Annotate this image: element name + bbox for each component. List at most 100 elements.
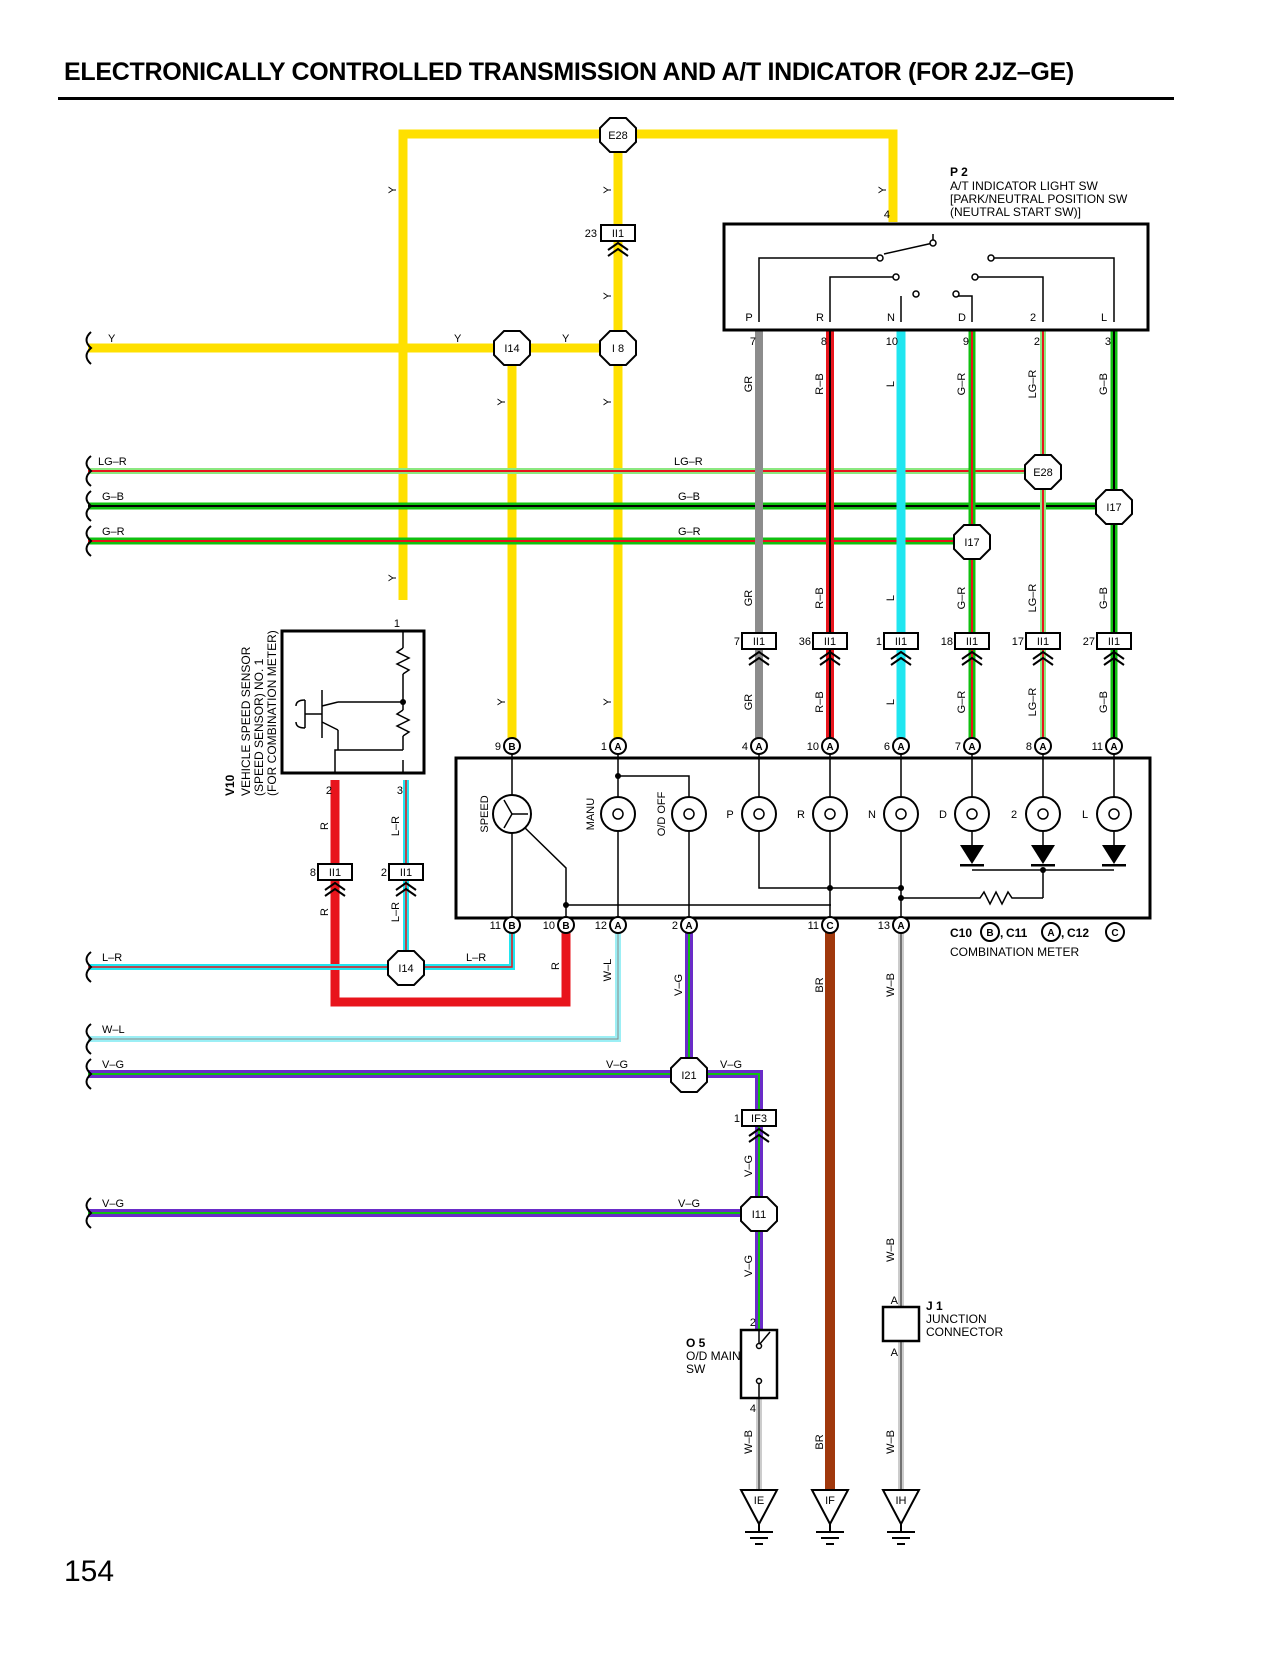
pin-number: 4: [742, 741, 748, 753]
meter-connector-c10: C10: [950, 926, 972, 940]
pin-number: 2: [750, 1317, 756, 1329]
lr-wire: [88, 780, 515, 970]
wire-label: BR: [814, 1434, 826, 1449]
connector-label: II1: [329, 867, 341, 879]
pin-conn: A: [614, 921, 621, 932]
wire-label: R: [319, 908, 331, 916]
pin-number: 8: [1026, 741, 1032, 753]
wire-label: Y: [602, 186, 614, 194]
o5-od-main-switch: [739, 1328, 779, 1400]
p2-pin: 10: [886, 336, 898, 348]
wire-label: BR: [814, 977, 826, 992]
wire-label: Y: [454, 333, 462, 345]
gauge-label-od-off: O/D OFF: [656, 791, 668, 836]
pin-conn: A: [685, 921, 692, 932]
pin-number: 11: [1092, 741, 1103, 753]
wire-label: Y: [496, 398, 508, 406]
v10-speed-sensor-box: [280, 629, 426, 775]
v10-name-line3: (FOR COMBINATION METER): [265, 630, 279, 796]
pin-number: 10: [543, 920, 555, 932]
wl-wire: [88, 925, 621, 1042]
wire-label: GR: [743, 694, 755, 711]
junction-e28-top: [599, 117, 637, 153]
pin-conn: A: [897, 742, 904, 753]
wire-label: LG–R: [674, 456, 703, 468]
pin-conn: B: [562, 921, 569, 932]
pin-conn: A: [897, 921, 904, 932]
j1-code: J 1: [926, 1299, 943, 1313]
pin-number: 3: [397, 785, 403, 797]
v10-name: VEHICLE SPEED SENSOR: [239, 646, 253, 796]
pin-number: 1: [394, 618, 400, 630]
meter-legend-comma: ,: [1000, 926, 1003, 940]
junction-label: I17: [964, 537, 979, 549]
gauge-label: P: [726, 809, 733, 821]
wire-label: G–R: [956, 373, 968, 396]
wire-label: L–R: [390, 816, 402, 836]
pin-number: 9: [495, 741, 501, 753]
wire-label: L: [885, 595, 897, 601]
ii1-connectors: II1 II1 II1 II1 II1 II1 II1 II1 II1 IF3: [317, 224, 1132, 1143]
pin-conn: A: [1039, 742, 1046, 753]
connector-label: II1: [753, 636, 765, 648]
junction-label: E28: [1033, 467, 1053, 479]
connector-label: II1: [612, 228, 624, 240]
gauge-label: D: [939, 809, 947, 821]
p2-position: 2: [1030, 312, 1036, 324]
o5-name: O/D MAIN: [686, 1349, 741, 1363]
pin-number: 17: [1012, 636, 1024, 648]
wire-label: W–L: [602, 959, 614, 982]
wire-label: Y: [387, 574, 399, 582]
connector-label: II1: [966, 636, 978, 648]
pin-number: 27: [1083, 636, 1095, 648]
p2-pin: 7: [750, 336, 756, 348]
connector-label: II1: [1108, 636, 1120, 648]
p2-position: R: [816, 312, 824, 324]
junction-label: I14: [504, 343, 519, 355]
p2-switch-box: [722, 222, 1150, 332]
pin-number: 1: [876, 636, 882, 648]
gauge-label: R: [797, 809, 805, 821]
connector-label: II1: [1037, 636, 1049, 648]
pin-number: 2: [326, 785, 332, 797]
p2-pin: 8: [821, 336, 827, 348]
v10-name-line2: (SPEED SENSOR) NO. 1: [252, 658, 266, 796]
wire-label: V–G: [743, 1155, 755, 1177]
wire-label: V–G: [606, 1059, 628, 1071]
junction-i8: [599, 330, 637, 366]
gauge-label-speed: SPEED: [479, 795, 491, 832]
pin-conn: A: [614, 742, 621, 753]
junction-i14-bottom: [387, 950, 425, 986]
ground-ih: [881, 1489, 921, 1545]
wire-label: L: [885, 381, 897, 387]
wire-label: Y: [602, 698, 614, 706]
wire-label: G–R: [678, 526, 701, 538]
pin-number: 7: [955, 741, 961, 753]
p2-pin: 3: [1105, 336, 1111, 348]
junction-i11: [740, 1196, 778, 1232]
wire-label: Y: [562, 333, 570, 345]
wire-label: L: [885, 699, 897, 705]
p2-name-line2: [PARK/NEUTRAL POSITION SW: [950, 192, 1128, 206]
pin-conn: C: [826, 921, 833, 932]
ground-label: IH: [896, 1495, 907, 1507]
meter-connector-c12: C12: [1067, 926, 1089, 940]
wire-label: LG–R: [1027, 688, 1039, 717]
wire-label: W–L: [102, 1024, 125, 1036]
wire-label: L–R: [390, 902, 402, 922]
gauge-label: L: [1082, 809, 1088, 821]
pin-conn: A: [1110, 742, 1117, 753]
pin-number: 4: [884, 209, 890, 221]
legend-conn-a: A: [1047, 928, 1054, 939]
wire-label: Y: [877, 186, 889, 194]
pin-number: 23: [585, 228, 597, 240]
pin-number: A: [891, 1295, 899, 1307]
o5-code: O 5: [686, 1336, 706, 1350]
pin-number: 4: [750, 1403, 756, 1415]
junction-i21: [670, 1057, 708, 1093]
legend-conn-c: C: [1111, 928, 1118, 939]
wire-label: V–G: [743, 1255, 755, 1277]
pin-number: 8: [310, 867, 316, 879]
wire-label: L–R: [466, 952, 486, 964]
o5-name-line2: SW: [686, 1362, 706, 1376]
